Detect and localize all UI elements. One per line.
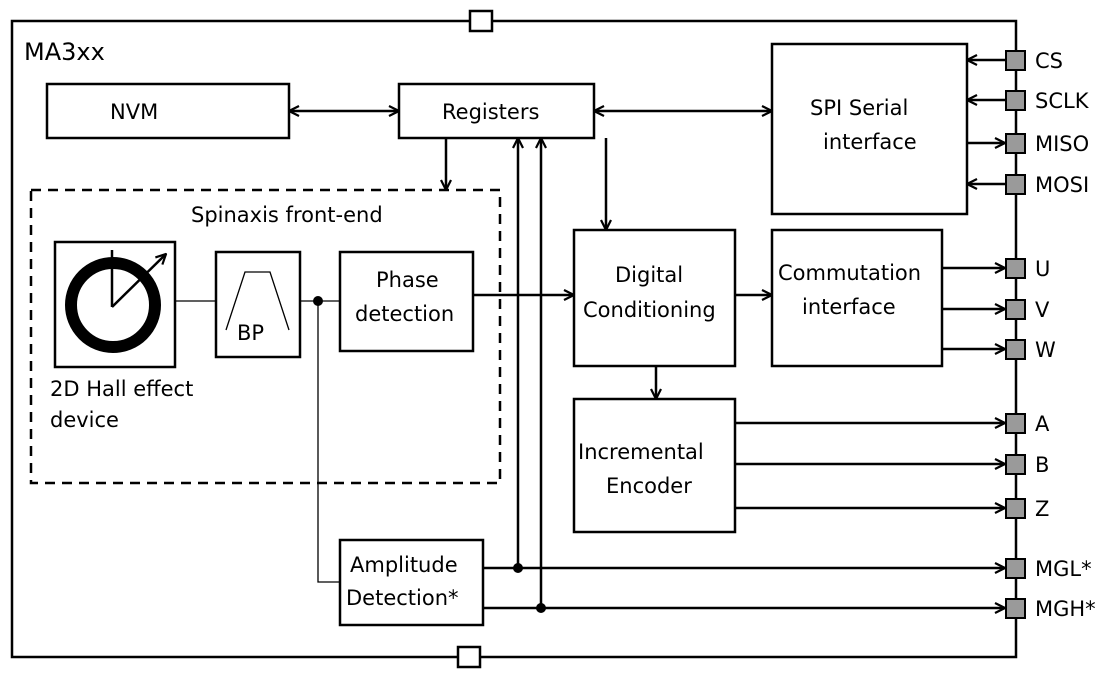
spi-label-1: SPI Serial [810,96,908,120]
pin-mgh [1005,598,1026,619]
hall-label-1: 2D Hall effect [50,377,193,401]
phase-label-2: detection [355,302,454,326]
digital-label-2: Conditioning [583,298,716,322]
pin-label-a: A [1035,412,1050,436]
pin-miso [1005,133,1026,154]
pin-a [1005,413,1026,434]
pin-cs [1005,50,1026,71]
nvm-block [45,82,291,140]
registers-label: Registers [442,100,539,124]
bp-label: BP [237,321,264,345]
hall-label-2: device [50,408,119,432]
comm-label-1: Commutation [778,261,921,285]
frontend-label: Spinaxis front-end [191,203,383,227]
pin-label-mosi: MOSI [1035,173,1089,197]
pin-label-b: B [1035,453,1049,477]
pin-label-w: W [1035,338,1056,362]
nvm-label: NVM [110,100,158,124]
chip-name: MA3xx [24,38,105,66]
pin-mgl [1005,558,1026,579]
pin-v [1005,299,1026,320]
phase-detection-block [338,250,475,353]
frontend-region [29,188,502,485]
incr-label-2: Encoder [606,474,692,498]
pin-sclk [1005,90,1026,111]
spi-block [770,42,969,216]
pin-label-cs: CS [1035,49,1063,73]
digital-label-1: Digital [615,263,683,287]
bp-filter-block [214,250,302,359]
bandpass-icon [225,271,290,331]
pin-z [1005,498,1026,519]
incremental-encoder-block [572,397,737,534]
junction-dot-mgl [513,563,523,573]
pin-label-miso: MISO [1035,132,1089,156]
amplitude-detection-block [338,538,485,627]
phase-label-1: Phase [376,268,439,292]
pin-label-sclk: SCLK [1035,89,1090,113]
top-notch [468,9,494,33]
pin-label-mgh: MGH* [1035,597,1096,621]
pin-mosi [1005,174,1026,195]
incr-label-1: Incremental [578,440,704,464]
spi-label-2: interface [823,130,917,154]
pin-label-z: Z [1035,497,1049,521]
junction-dot-mgh [536,603,546,613]
pin-label-u: U [1035,257,1050,281]
pin-w [1005,339,1026,360]
pin-label-v: V [1035,298,1050,322]
pin-label-mgl: MGL* [1035,557,1092,581]
pin-u [1005,258,1026,279]
amp-label-1: Amplitude [350,553,458,577]
amp-label-2: Detection* [346,586,459,610]
pin-b [1005,454,1026,475]
comm-label-2: interface [802,295,896,319]
bottom-notch [456,645,482,669]
